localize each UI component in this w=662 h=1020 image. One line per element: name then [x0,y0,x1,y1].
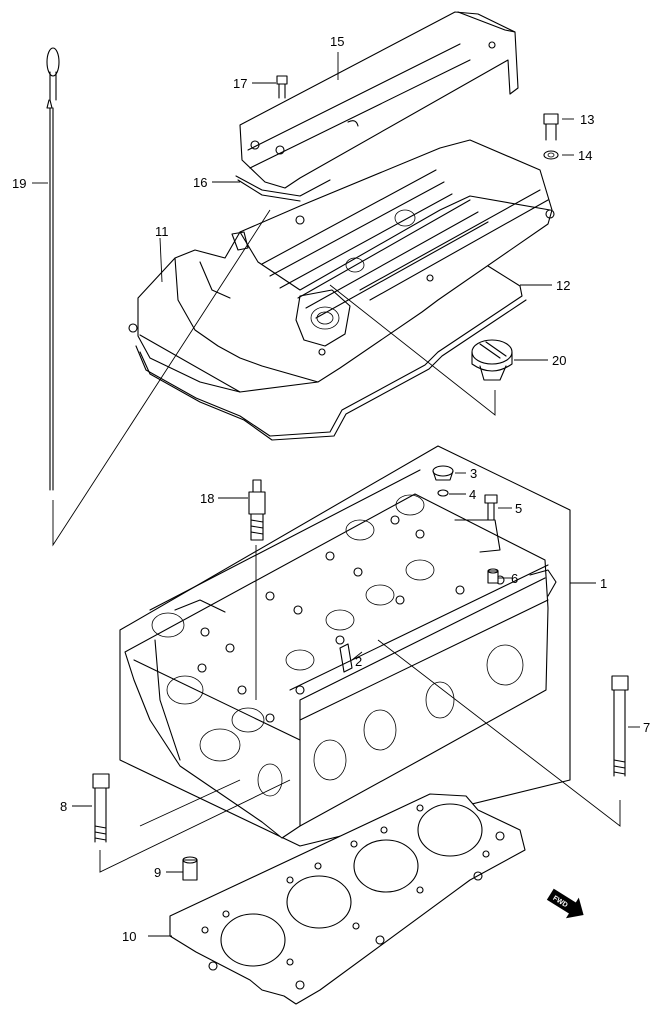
callout-9[interactable]: 9 [154,865,161,880]
part-4-seal[interactable] [437,489,449,497]
assembly-guide-lines [52,209,621,873]
part-16-cover-gasket[interactable] [235,175,331,202]
part-17-bolt[interactable] [276,75,288,99]
callout-15[interactable]: 15 [330,34,344,49]
callout-14[interactable]: 14 [578,148,592,163]
callout-17[interactable]: 17 [233,76,247,91]
part-9-dowel[interactable] [182,856,198,881]
part-6-dowel-pin[interactable] [487,568,499,584]
part-8-head-bolt[interactable] [92,773,110,843]
fwd-direction-badge: FWD [546,888,584,919]
part-3-cap[interactable] [432,465,454,481]
part-15-cylinder-head-cover-cap[interactable] [239,11,519,189]
part-14-washer[interactable] [543,150,559,160]
part-7-head-bolt[interactable] [611,675,629,777]
callout-18[interactable]: 18 [200,491,214,506]
callout-5[interactable]: 5 [515,501,522,516]
callout-20[interactable]: 20 [552,353,566,368]
callout-4[interactable]: 4 [469,487,476,502]
part-19-oil-dipstick[interactable] [46,47,60,491]
part-5-bolt[interactable] [484,494,498,521]
part-13-bolt[interactable] [543,113,559,141]
callout-6[interactable]: 6 [511,571,518,586]
part-12-head-cover-gasket[interactable] [135,265,527,441]
callout-12[interactable]: 12 [556,278,570,293]
callout-leader-lines [32,52,640,937]
callout-2[interactable]: 2 [355,654,362,669]
part-10-cylinder-head-gasket[interactable] [169,793,526,1005]
part-2-pin[interactable] [339,643,353,673]
callout-11[interactable]: 11 [155,224,169,239]
part-20-oil-filler-cap[interactable] [471,339,513,381]
callout-8[interactable]: 8 [60,799,67,814]
callout-3[interactable]: 3 [470,466,477,481]
part-18-spark-plug[interactable] [248,479,266,541]
part-1-cylinder-head[interactable] [119,445,571,847]
callout-numbers: 15 17 16 19 11 13 14 12 20 18 3 4 5 6 1 … [12,34,650,944]
forward-arrow-icon [546,888,584,919]
part-11-cylinder-head-cover[interactable] [128,139,555,393]
callout-13[interactable]: 13 [580,112,594,127]
callout-16[interactable]: 16 [193,175,207,190]
callout-10[interactable]: 10 [122,929,136,944]
callout-19[interactable]: 19 [12,176,26,191]
callout-7[interactable]: 7 [643,720,650,735]
callout-1[interactable]: 1 [600,576,607,591]
